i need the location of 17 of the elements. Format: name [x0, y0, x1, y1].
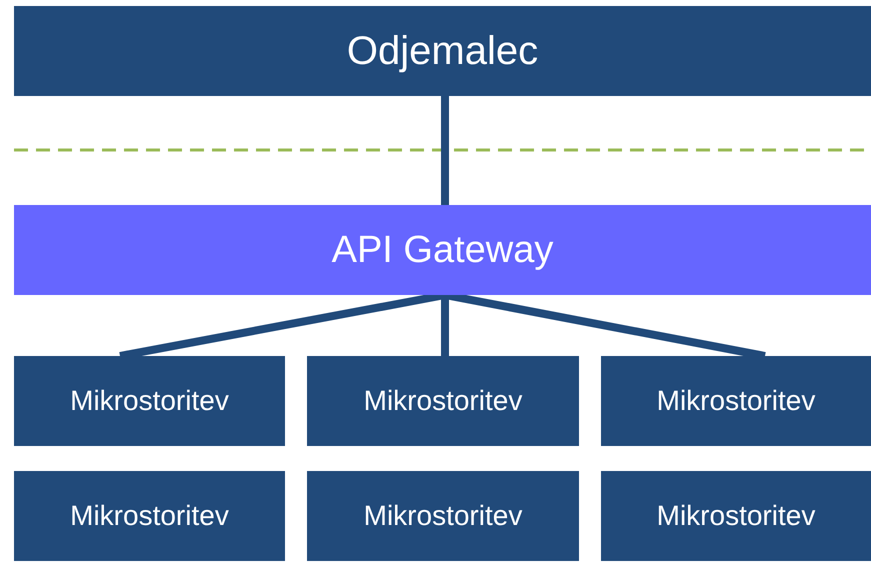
box-label: Mikrostoritev — [656, 500, 816, 532]
box-label: Odjemalec — [346, 28, 538, 74]
box-label: Mikrostoritev — [656, 385, 816, 417]
service-box — [14, 356, 285, 446]
client-box — [14, 6, 871, 96]
box-label: Mikrostoritev — [70, 500, 229, 532]
gateway-box — [14, 205, 871, 295]
connector-line — [441, 96, 449, 205]
box-label: API Gateway — [332, 228, 554, 272]
service-box — [307, 356, 579, 446]
box-label: Mikrostoritev — [70, 385, 229, 417]
service-box — [14, 471, 285, 561]
service-box — [601, 356, 871, 446]
box-label: Mikrostoritev — [364, 385, 522, 417]
service-box — [601, 471, 871, 561]
service-box — [307, 471, 579, 561]
box-label: Mikrostoritev — [364, 500, 522, 532]
